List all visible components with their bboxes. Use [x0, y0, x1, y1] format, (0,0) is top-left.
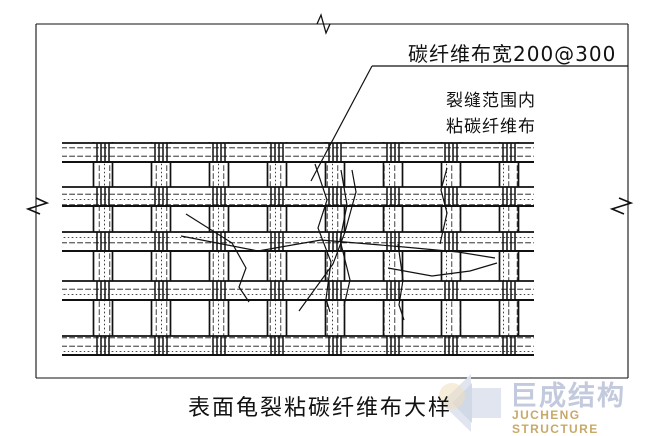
crack-line — [339, 169, 351, 307]
crack-line — [298, 169, 357, 312]
label-crack-note-line1: 裂缝范围内 — [446, 91, 536, 111]
crack-line — [387, 262, 498, 277]
crack-line — [180, 235, 496, 259]
crack-line — [397, 243, 405, 321]
drawing-frame — [35, 23, 629, 379]
cfrp-crossing-edges — [96, 143, 516, 355]
watermark-logo-icon — [439, 374, 501, 432]
crack-line — [439, 167, 448, 245]
drawing-title: 表面龟裂粘碳纤维布大样 — [188, 396, 453, 421]
label-cfrp-width-spec: 碳纤维布宽200@300 — [408, 42, 617, 66]
break-mark-top — [316, 13, 331, 35]
label-crack-note-line2: 粘碳纤维布 — [446, 117, 536, 137]
crack-line — [314, 163, 332, 313]
watermark-company-name-cn: 巨成结构 — [510, 381, 626, 412]
crack-line — [185, 213, 250, 303]
break-mark-right — [609, 197, 634, 215]
crack-lines — [180, 163, 498, 321]
cfrp-horizontal-strips — [62, 142, 534, 356]
break-mark-left — [25, 197, 50, 215]
leader-line-width-label — [310, 65, 628, 182]
